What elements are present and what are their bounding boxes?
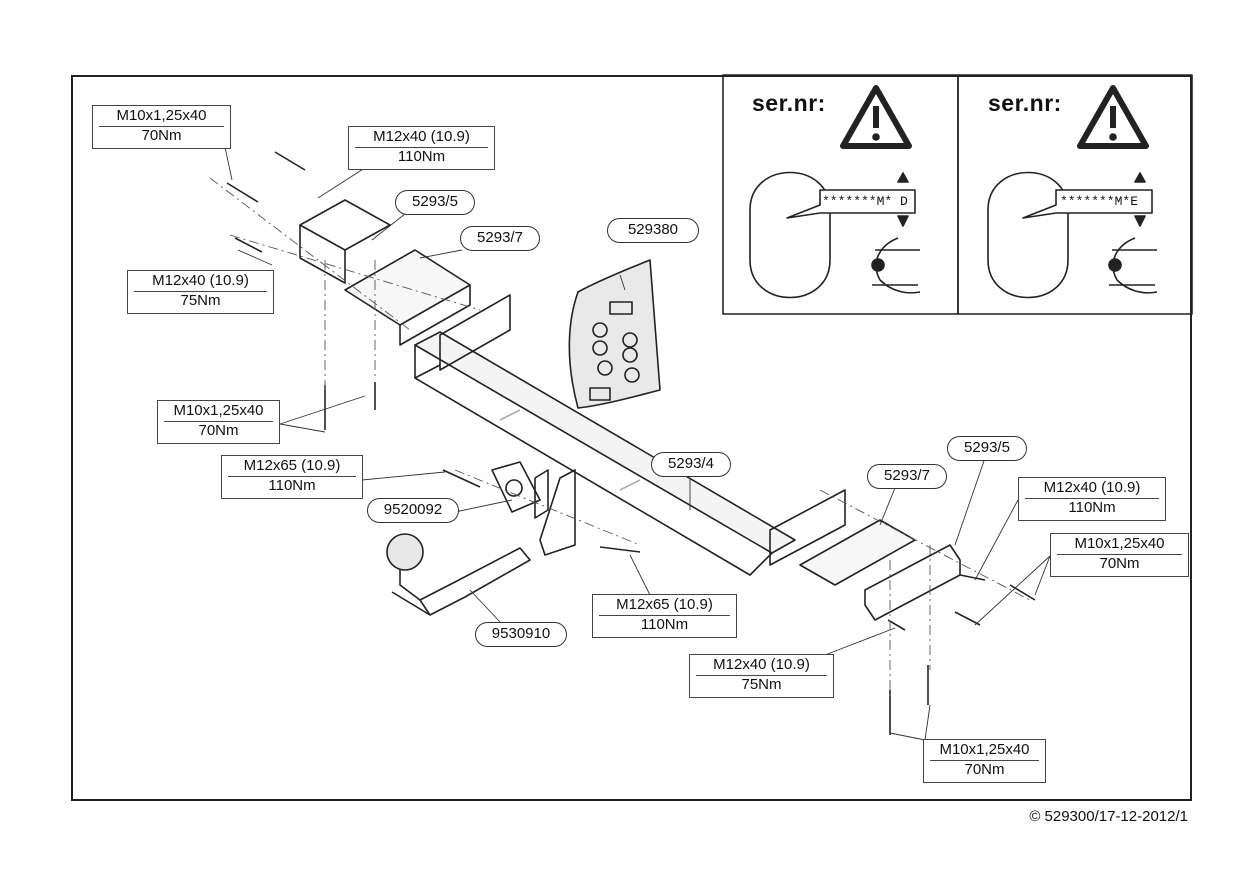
- serial-code: *******M*E: [1060, 194, 1139, 209]
- bolt-spec-label: M12x65 (10.9) 110Nm: [592, 594, 737, 638]
- bolts: [226, 151, 1036, 735]
- copyright-text: © 529300/17-12-2012/1: [1029, 808, 1188, 825]
- bolt-spec-text: M10x1,25x40: [930, 741, 1039, 761]
- torque-text: 110Nm: [640, 616, 689, 633]
- bolt-spec-label: M12x40 (10.9) 110Nm: [1018, 477, 1166, 521]
- bolt-spec-text: M10x1,25x40: [99, 107, 224, 127]
- torque-text: 75Nm: [741, 676, 782, 693]
- bolt-spec-label: M10x1,25x40 70Nm: [157, 400, 280, 444]
- torque-text: 70Nm: [141, 127, 182, 144]
- arrow-up-icon: [897, 215, 909, 227]
- part-number-callout: 5293/5: [947, 436, 1027, 461]
- arrow-up-icon: [1134, 215, 1146, 227]
- bolt-spec-label: M10x1,25x40 70Nm: [92, 105, 231, 149]
- torque-text: 110Nm: [268, 477, 316, 494]
- serial-panel-right: [957, 74, 1193, 315]
- torque-text: 110Nm: [1068, 499, 1116, 516]
- serial-code: *******M* D: [822, 194, 908, 209]
- eye-icon: [871, 237, 921, 294]
- bolt-spec-label: M12x40 (10.9) 75Nm: [689, 654, 834, 698]
- tag-outline-right: [987, 171, 1069, 299]
- part-number-callout: 9530910: [475, 622, 567, 647]
- part-number-callout: 5293/7: [867, 464, 947, 489]
- part-number-callout: 9520092: [367, 498, 459, 523]
- torque-text: 70Nm: [964, 761, 1005, 778]
- part-number-callout: 5293/4: [651, 452, 731, 477]
- bolt-spec-text: M12x40 (10.9): [1025, 479, 1159, 499]
- part-number-callout: 5293/5: [395, 190, 475, 215]
- bolt-spec-text: M12x40 (10.9): [696, 656, 827, 676]
- bolt-spec-label: M12x65 (10.9) 110Nm: [221, 455, 363, 499]
- bolt-spec-label: M12x40 (10.9) 75Nm: [127, 270, 274, 314]
- part-number-callout: 529380: [607, 218, 699, 243]
- serial-title: ser.nr:: [752, 90, 826, 116]
- warning-triangle-icon: [840, 85, 912, 149]
- part-number-callout: 5293/7: [460, 226, 540, 251]
- left-bracket: [299, 199, 511, 371]
- bolt-spec-label: M12x40 (10.9) 110Nm: [348, 126, 495, 170]
- bolt-spec-label: M10x1,25x40 70Nm: [923, 739, 1046, 783]
- bolt-spec-text: M12x40 (10.9): [355, 128, 488, 148]
- torque-text: 110Nm: [397, 148, 446, 165]
- bolt-kit-bag: [568, 259, 661, 409]
- tow-ball: [386, 533, 531, 616]
- bolt-spec-label: M10x1,25x40 70Nm: [1050, 533, 1189, 577]
- bolt-spec-text: M12x65 (10.9): [599, 596, 730, 616]
- arrow-down-icon: [1134, 172, 1146, 183]
- drawing-frame: [71, 75, 1192, 801]
- socket-plate: [491, 461, 576, 556]
- torque-text: 70Nm: [198, 422, 239, 439]
- bolt-spec-text: M10x1,25x40: [164, 402, 273, 422]
- eye-icon: [1108, 237, 1158, 294]
- bolt-spec-text: M12x40 (10.9): [134, 272, 267, 292]
- bolt-spec-text: M12x65 (10.9): [228, 457, 356, 477]
- torque-text: 70Nm: [1099, 555, 1140, 572]
- cross-bar: [414, 331, 796, 576]
- right-bracket: [769, 489, 961, 621]
- torque-text: 75Nm: [180, 292, 221, 309]
- tag-outline-left: [749, 171, 831, 299]
- bolt-spec-text: M10x1,25x40: [1057, 535, 1182, 555]
- arrow-down-icon: [897, 172, 909, 183]
- warning-triangle-icon: [1077, 85, 1149, 149]
- serial-title: ser.nr:: [988, 90, 1062, 116]
